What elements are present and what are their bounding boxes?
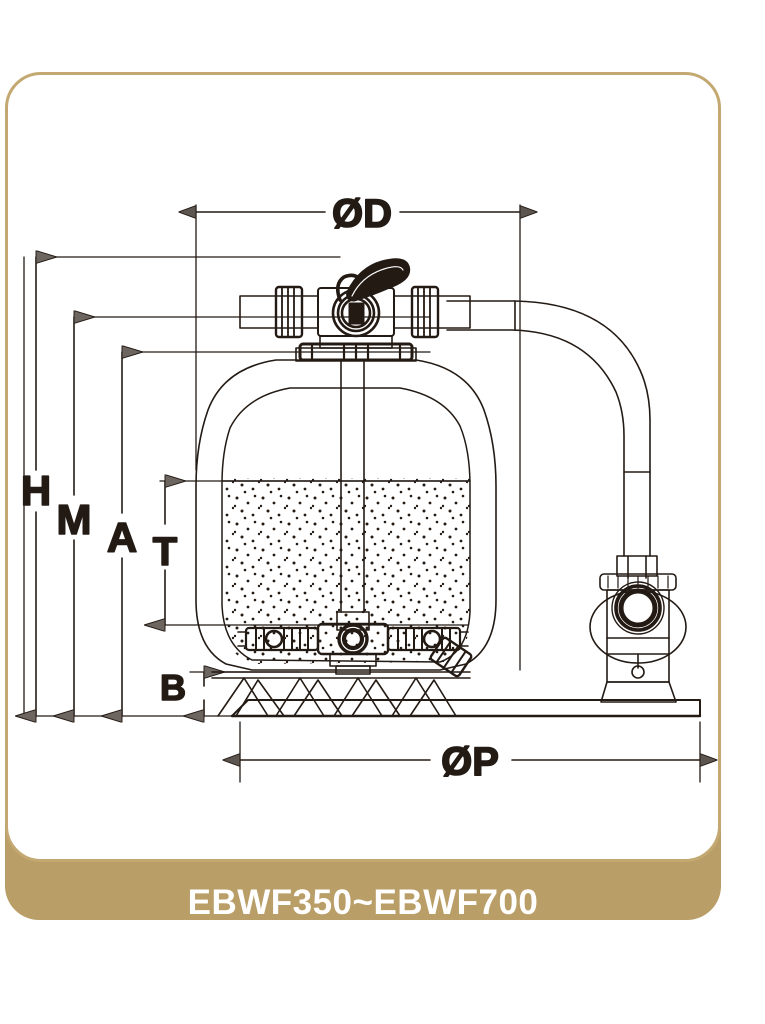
lateral-assembly [237, 622, 469, 675]
dimension-label-H: H [21, 467, 51, 514]
connection-hose [446, 300, 651, 557]
dimension-pallet-diameter: ØP [240, 739, 700, 785]
dimension-label-B: B [160, 667, 186, 708]
dimension-height-A: A [107, 352, 137, 716]
diagram-card [5, 72, 721, 862]
union-nut-right [410, 285, 440, 339]
pallet [230, 699, 702, 718]
pump [589, 555, 687, 703]
valve-handle [335, 258, 411, 302]
dimension-outer-diameter: ØD [196, 191, 520, 237]
dimension-label-D: ØD [332, 192, 392, 236]
caption-text: EBWF350~EBWF700 [187, 883, 539, 922]
dimension-label-M: M [57, 496, 92, 543]
dimension-label-P: ØP [441, 740, 499, 784]
drain-cap [429, 636, 473, 678]
dimension-height-M: M [57, 317, 92, 716]
dimension-label-A: A [107, 514, 137, 561]
standpipe [336, 360, 370, 631]
dimension-label-T: T [153, 530, 177, 574]
union-nut-left [274, 285, 304, 339]
base-stand [211, 671, 471, 717]
dimension-base-height-B: B [159, 667, 204, 716]
dimension-height-H: H [21, 257, 51, 716]
dimension-sand-depth-T: T [153, 481, 177, 625]
